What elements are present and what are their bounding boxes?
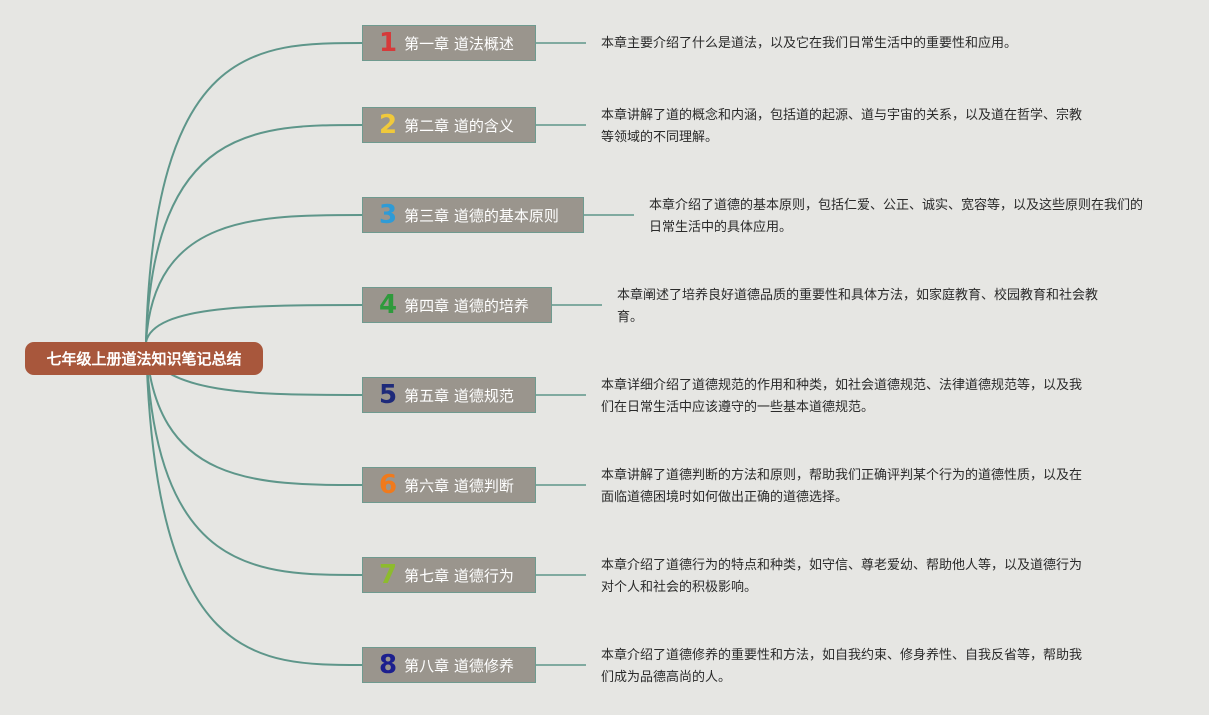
chapter-node[interactable]: 6 第六章 道德判断	[362, 467, 536, 503]
chapter-number-badge: 3	[379, 200, 398, 230]
chapter-description: 本章讲解了道的概念和内涵，包括道的起源、道与宇宙的关系，以及道在哲学、宗教等领域…	[601, 108, 1083, 145]
chapter-number-badge: 5	[379, 380, 398, 410]
chapter-node[interactable]: 7 第七章 道德行为	[362, 557, 536, 593]
chapter-title: 第五章 道德规范	[404, 386, 514, 405]
chapter-description: 本章介绍了道德行为的特点和种类，如守信、尊老爱幼、帮助他人等，以及道德行为对个人…	[601, 558, 1083, 595]
branch-connector	[145, 304, 363, 343]
chapter-title: 第四章 道德的培养	[404, 296, 529, 315]
chapter-description: 本章详细介绍了道德规范的作用和种类，如社会道德规范、法律道德规范等，以及我们在日…	[601, 378, 1083, 415]
chapter-description: 本章介绍了道德修养的重要性和方法，如自我约束、修身养性、自我反省等，帮助我们成为…	[601, 648, 1083, 685]
chapter-title: 第二章 道的含义	[404, 116, 514, 135]
chapter-title: 第六章 道德判断	[404, 476, 514, 495]
chapter-node[interactable]: 3 第三章 道德的基本原则	[362, 197, 584, 233]
chapter-description: 本章主要介绍了什么是道法，以及它在我们日常生活中的重要性和应用。	[601, 36, 1018, 51]
chapter-number-badge: 4	[379, 290, 398, 320]
chapter-number-badge: 6	[379, 470, 398, 500]
chapter-node[interactable]: 2 第二章 道的含义	[362, 107, 536, 143]
root-topic[interactable]: 七年级上册道法知识笔记总结	[25, 342, 263, 375]
chapter-number-badge: 8	[379, 650, 398, 680]
chapter-node[interactable]: 5 第五章 道德规范	[362, 377, 536, 413]
branch-connector	[145, 214, 363, 343]
chapter-title: 第一章 道法概述	[404, 34, 514, 53]
branch-connector	[145, 341, 363, 666]
root-topic-label: 七年级上册道法知识笔记总结	[46, 350, 242, 368]
chapter-description: 本章介绍了道德的基本原则，包括仁爱、公正、诚实、宽容等，以及这些原则在我们的日常…	[649, 198, 1144, 235]
chapter-number-badge: 2	[379, 110, 398, 140]
chapter-description: 本章讲解了道德判断的方法和原则，帮助我们正确评判某个行为的道德性质，以及在面临道…	[601, 468, 1083, 505]
chapter-title: 第三章 道德的基本原则	[404, 206, 559, 225]
chapter-description: 本章阐述了培养良好道德品质的重要性和具体方法，如家庭教育、校园教育和社会教育。	[617, 288, 1099, 325]
branch-connector	[145, 42, 363, 343]
chapter-number-badge: 7	[379, 560, 398, 590]
chapter-node[interactable]: 8 第八章 道德修养	[362, 647, 536, 683]
branch-connector	[145, 341, 363, 576]
chapter-node[interactable]: 4 第四章 道德的培养	[362, 287, 552, 323]
chapter-node[interactable]: 1 第一章 道法概述	[362, 25, 536, 61]
chapter-number-badge: 1	[379, 28, 398, 58]
branch-connector	[145, 124, 363, 343]
branch-connector	[145, 341, 363, 486]
chapter-title: 第八章 道德修养	[404, 656, 514, 675]
chapter-title: 第七章 道德行为	[404, 566, 514, 585]
